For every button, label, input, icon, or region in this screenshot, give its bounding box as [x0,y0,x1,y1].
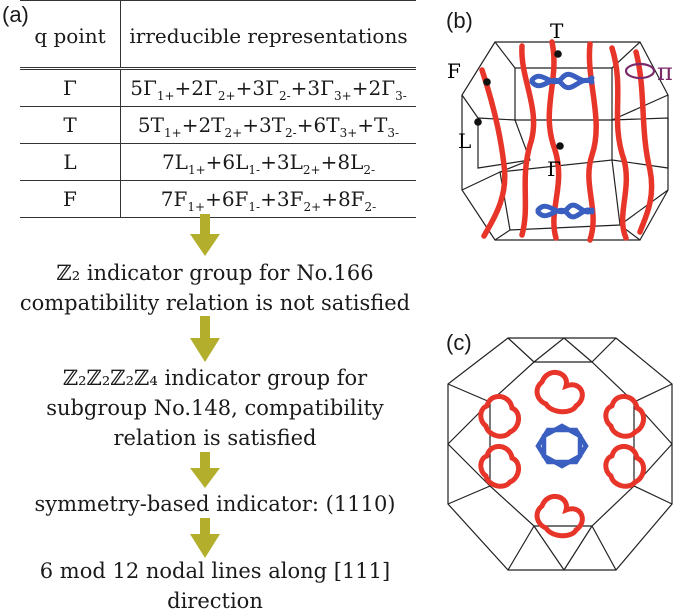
irreps-cell: 5T1++2T2++3T2-+6T3++T3- [120,106,416,144]
flow-step-z2: ℤ₂ indicator group for No.166 compatibil… [0,258,430,318]
point-Gamma-label: Γ [547,157,561,181]
irreps-cell: 5Γ1++2Γ2++3Γ2-+3Γ3++2Γ3- [120,68,416,107]
flow-step-indicator: symmetry-based indicator: (1110) [0,489,430,519]
brillouin-zone-3d: T F L Γ π [447,19,673,243]
q-point-cell: L [20,143,121,181]
loop-bundle-center [535,423,589,469]
table-row: F 7F1++6F1-+3F2++8F2- [20,180,416,218]
flow-arrows [190,214,220,558]
nodal-lines-projection [478,370,646,539]
flow-step-subgroup: ℤ₂ℤ₂ℤ₂ℤ₄ indicator group for subgroup No… [0,363,430,453]
loop-bundle-bottom [535,202,595,220]
q-point-cell: F [20,180,121,218]
pi-ellipse-icon [624,62,656,80]
point-L-dot [474,118,482,126]
header-q-point: q point [20,0,121,70]
q-point-cell: Γ [20,68,121,107]
point-L-label: L [458,129,471,153]
flow-line: ℤ₂ indicator group for No.166 [56,261,374,285]
down-arrow-icon [190,214,220,256]
table-row: T 5T1++2T2++3T2-+6T3++T3- [20,106,416,144]
table-header-row: q point irreducible representations [20,0,416,70]
irreps-cell: 7L1++6L1-+3L2++8L2- [120,143,416,181]
pi-label: π [657,58,673,86]
header-irreps: irreducible representations [120,0,416,70]
high-symmetry-points [474,50,564,150]
table-row: L 7L1++6L1-+3L2++8L2- [20,143,416,181]
point-F-label: F [447,59,461,83]
bz-edges [461,41,669,241]
flow-line: subgroup No.148, compatibility [46,396,384,420]
flow-step-result: 6 mod 12 nodal lines along [111] directi… [0,556,430,616]
flow-line: compatibility relation is not satisfied [19,291,411,315]
flow-line: 6 mod 12 nodal lines along [111] directi… [39,559,391,613]
table-row: Γ 5Γ1++2Γ2++3Γ2-+3Γ3++2Γ3- [20,68,416,107]
down-arrow-icon [190,518,220,558]
panel-label-c: (c) [446,330,472,355]
down-arrow-icon [190,316,220,362]
panel-label-b: (b) [446,8,473,33]
loop-bundle-top [529,71,595,91]
flow-line: relation is satisfied [113,426,317,450]
irreps-cell: 7F1++6F1-+3F2++8F2- [120,180,416,218]
point-T-dot [554,50,562,58]
irreps-table: q point irreducible representations Γ 5Γ… [20,0,416,218]
down-arrow-icon [190,452,220,488]
q-point-cell: T [20,106,121,144]
point-F-dot [483,78,491,86]
point-T-label: T [550,19,564,43]
flow-line: ℤ₂ℤ₂ℤ₂ℤ₄ indicator group for [62,366,368,390]
flow-line: symmetry-based indicator: (1110) [34,492,396,516]
point-Gamma-dot [556,142,564,150]
brillouin-zone-top-view [447,337,673,571]
